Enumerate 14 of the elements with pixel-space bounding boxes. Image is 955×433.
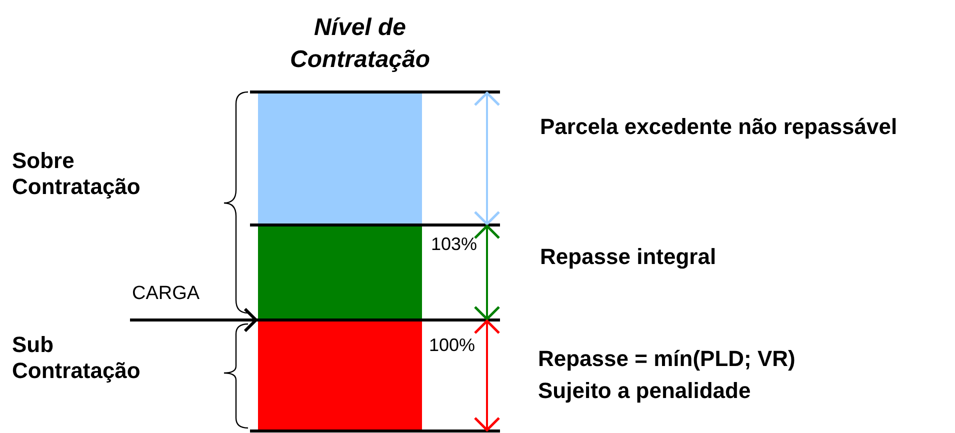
percentage-label: 103% (431, 234, 478, 256)
edge-label: CARGA (132, 283, 200, 306)
description-text: Repasse integral (540, 244, 716, 270)
chart-title: Nível de Contratação (290, 13, 430, 75)
description-text: Sub Contratação (12, 332, 142, 385)
description-text: Sujeito a penalidade (538, 378, 751, 404)
percentage-label: 100% (429, 335, 476, 357)
level-bar (258, 225, 422, 320)
description-text: Repasse = mín(PLD; VR) (538, 346, 796, 372)
arrow (130, 308, 258, 332)
description-text: Sobre Contratação (12, 148, 142, 201)
description-text: Parcela excedente não repassável (540, 114, 898, 140)
level-bar (258, 92, 422, 225)
level-bar (258, 320, 422, 431)
